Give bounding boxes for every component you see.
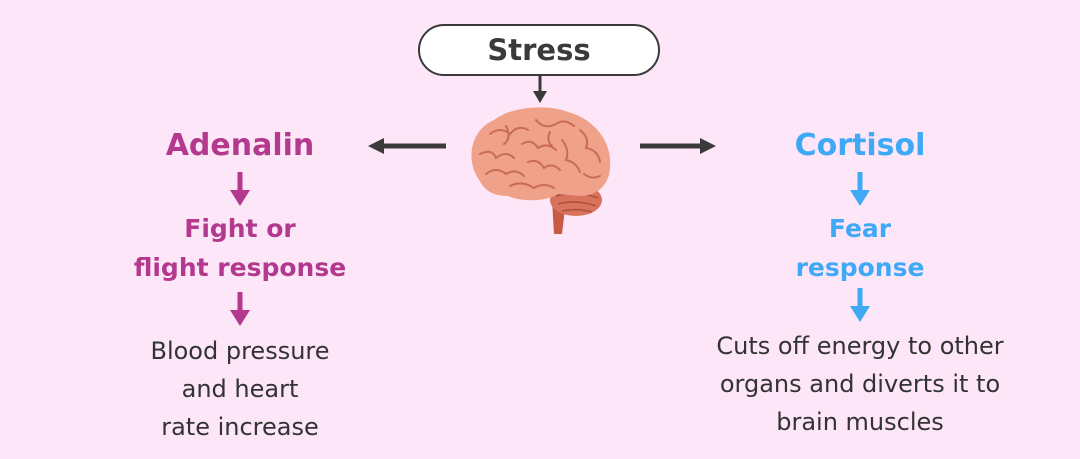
- brain-icon: [471, 107, 611, 234]
- left-effect: Blood pressure and heart rate increase: [150, 332, 329, 446]
- right-hormone-title: Cortisol: [794, 128, 926, 163]
- right-effect: Cuts off energy to other organs and dive…: [716, 327, 1003, 441]
- right-effect-line2: organs and diverts it to: [719, 370, 1001, 398]
- arrow-brain-to-left: [368, 138, 446, 154]
- right-arrow-2: [850, 288, 870, 322]
- right-effect-line1: Cuts off energy to other: [716, 332, 1004, 360]
- left-response-line2: flight response: [133, 253, 347, 282]
- left-response: Fight or flight response: [134, 209, 346, 287]
- right-response: Fear response: [796, 209, 925, 287]
- left-effect-line3: rate increase: [161, 413, 319, 441]
- left-hormone-title: Adenalin: [165, 128, 315, 163]
- arrow-brain-to-right: [640, 138, 716, 154]
- stress-label: Stress: [487, 33, 591, 67]
- right-effect-line3: brain muscles: [776, 408, 944, 436]
- left-arrow-1: [230, 172, 250, 206]
- left-arrow-2: [230, 292, 250, 326]
- left-effect-line2: and heart: [181, 375, 299, 403]
- left-effect-line1: Blood pressure: [150, 337, 330, 365]
- right-arrow-1: [850, 172, 870, 206]
- arrow-stress-to-brain: [533, 76, 547, 103]
- left-response-line1: Fight or: [184, 214, 296, 243]
- right-response-line2: response: [795, 253, 925, 282]
- right-response-line1: Fear: [828, 214, 892, 243]
- stress-box: Stress: [418, 24, 660, 76]
